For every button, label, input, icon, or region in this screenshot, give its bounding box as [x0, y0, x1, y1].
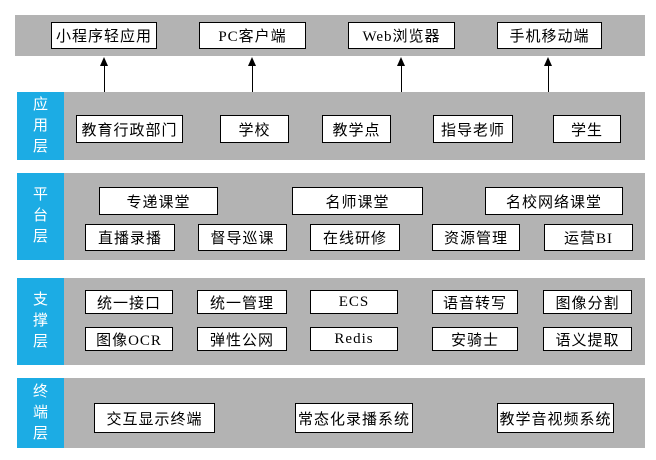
application-node: 教学点	[322, 115, 391, 143]
client-node-mobile: 手机移动端	[497, 22, 602, 49]
application-layer-band: 应用层 教育行政部门 学校 教学点 指导老师 学生	[17, 92, 645, 160]
layer-label-text: 应用层	[32, 96, 48, 155]
up-arrow	[248, 57, 257, 92]
support-layer-label: 支撑层	[17, 278, 64, 365]
support-node: 统一管理	[197, 290, 287, 314]
arrow-shaft	[401, 64, 402, 92]
platform-node: 专递课堂	[99, 187, 218, 215]
client-node-pc: PC客户端	[199, 22, 306, 49]
arrowhead-icon	[100, 57, 108, 66]
arrow-shaft	[252, 64, 253, 92]
application-node: 学生	[553, 115, 621, 143]
layer-label-text: 支撑层	[32, 292, 48, 350]
application-layer-label: 应用层	[17, 92, 64, 160]
support-node: ECS	[310, 290, 398, 314]
terminal-layer-label: 终端层	[17, 378, 64, 448]
support-node: 统一接口	[85, 290, 173, 314]
client-access-bar: 小程序轻应用 PC客户端 Web浏览器 手机移动端	[15, 15, 645, 56]
platform-node: 督导巡课	[198, 224, 287, 251]
support-node: Redis	[310, 327, 398, 351]
platform-node: 在线研修	[310, 224, 400, 251]
layer-label-text: 终端层	[32, 383, 48, 442]
arrowhead-icon	[544, 57, 552, 66]
platform-layer-band: 平台层 专递课堂 名师课堂 名校网络课堂 直播录播 督导巡课 在线研修 资源管理…	[17, 173, 645, 260]
support-node: 语音转写	[432, 290, 518, 314]
application-node: 教育行政部门	[76, 115, 183, 143]
client-node-web: Web浏览器	[348, 22, 455, 49]
support-node: 语义提取	[543, 327, 632, 351]
platform-node: 资源管理	[432, 224, 520, 251]
platform-node: 名师课堂	[292, 187, 423, 215]
support-node: 安骑士	[432, 327, 518, 351]
client-node-mini-app: 小程序轻应用	[51, 22, 157, 49]
application-node: 学校	[220, 115, 289, 143]
platform-layer-label: 平台层	[17, 173, 64, 260]
terminal-node: 常态化录播系统	[295, 403, 413, 433]
layer-label-text: 平台层	[32, 187, 48, 245]
platform-node: 运营BI	[544, 224, 633, 251]
platform-node: 直播录播	[85, 224, 175, 251]
arrowhead-icon	[248, 57, 256, 66]
terminal-node: 交互显示终端	[94, 403, 215, 433]
arrowhead-icon	[397, 57, 405, 66]
up-arrow	[544, 57, 553, 92]
arrow-shaft	[548, 64, 549, 92]
up-arrow	[100, 57, 109, 92]
support-node: 图像分割	[543, 290, 632, 314]
terminal-node: 教学音视频系统	[497, 403, 614, 433]
terminal-layer-band: 终端层 交互显示终端 常态化录播系统 教学音视频系统	[17, 378, 645, 448]
application-node: 指导老师	[433, 115, 513, 143]
support-node: 图像OCR	[85, 327, 173, 351]
up-arrow	[397, 57, 406, 92]
platform-node: 名校网络课堂	[485, 187, 623, 215]
arrow-shaft	[104, 64, 105, 92]
support-layer-band: 支撑层 统一接口 统一管理 ECS 语音转写 图像分割 图像OCR 弹性公网 R…	[17, 278, 645, 365]
support-node: 弹性公网	[197, 327, 287, 351]
